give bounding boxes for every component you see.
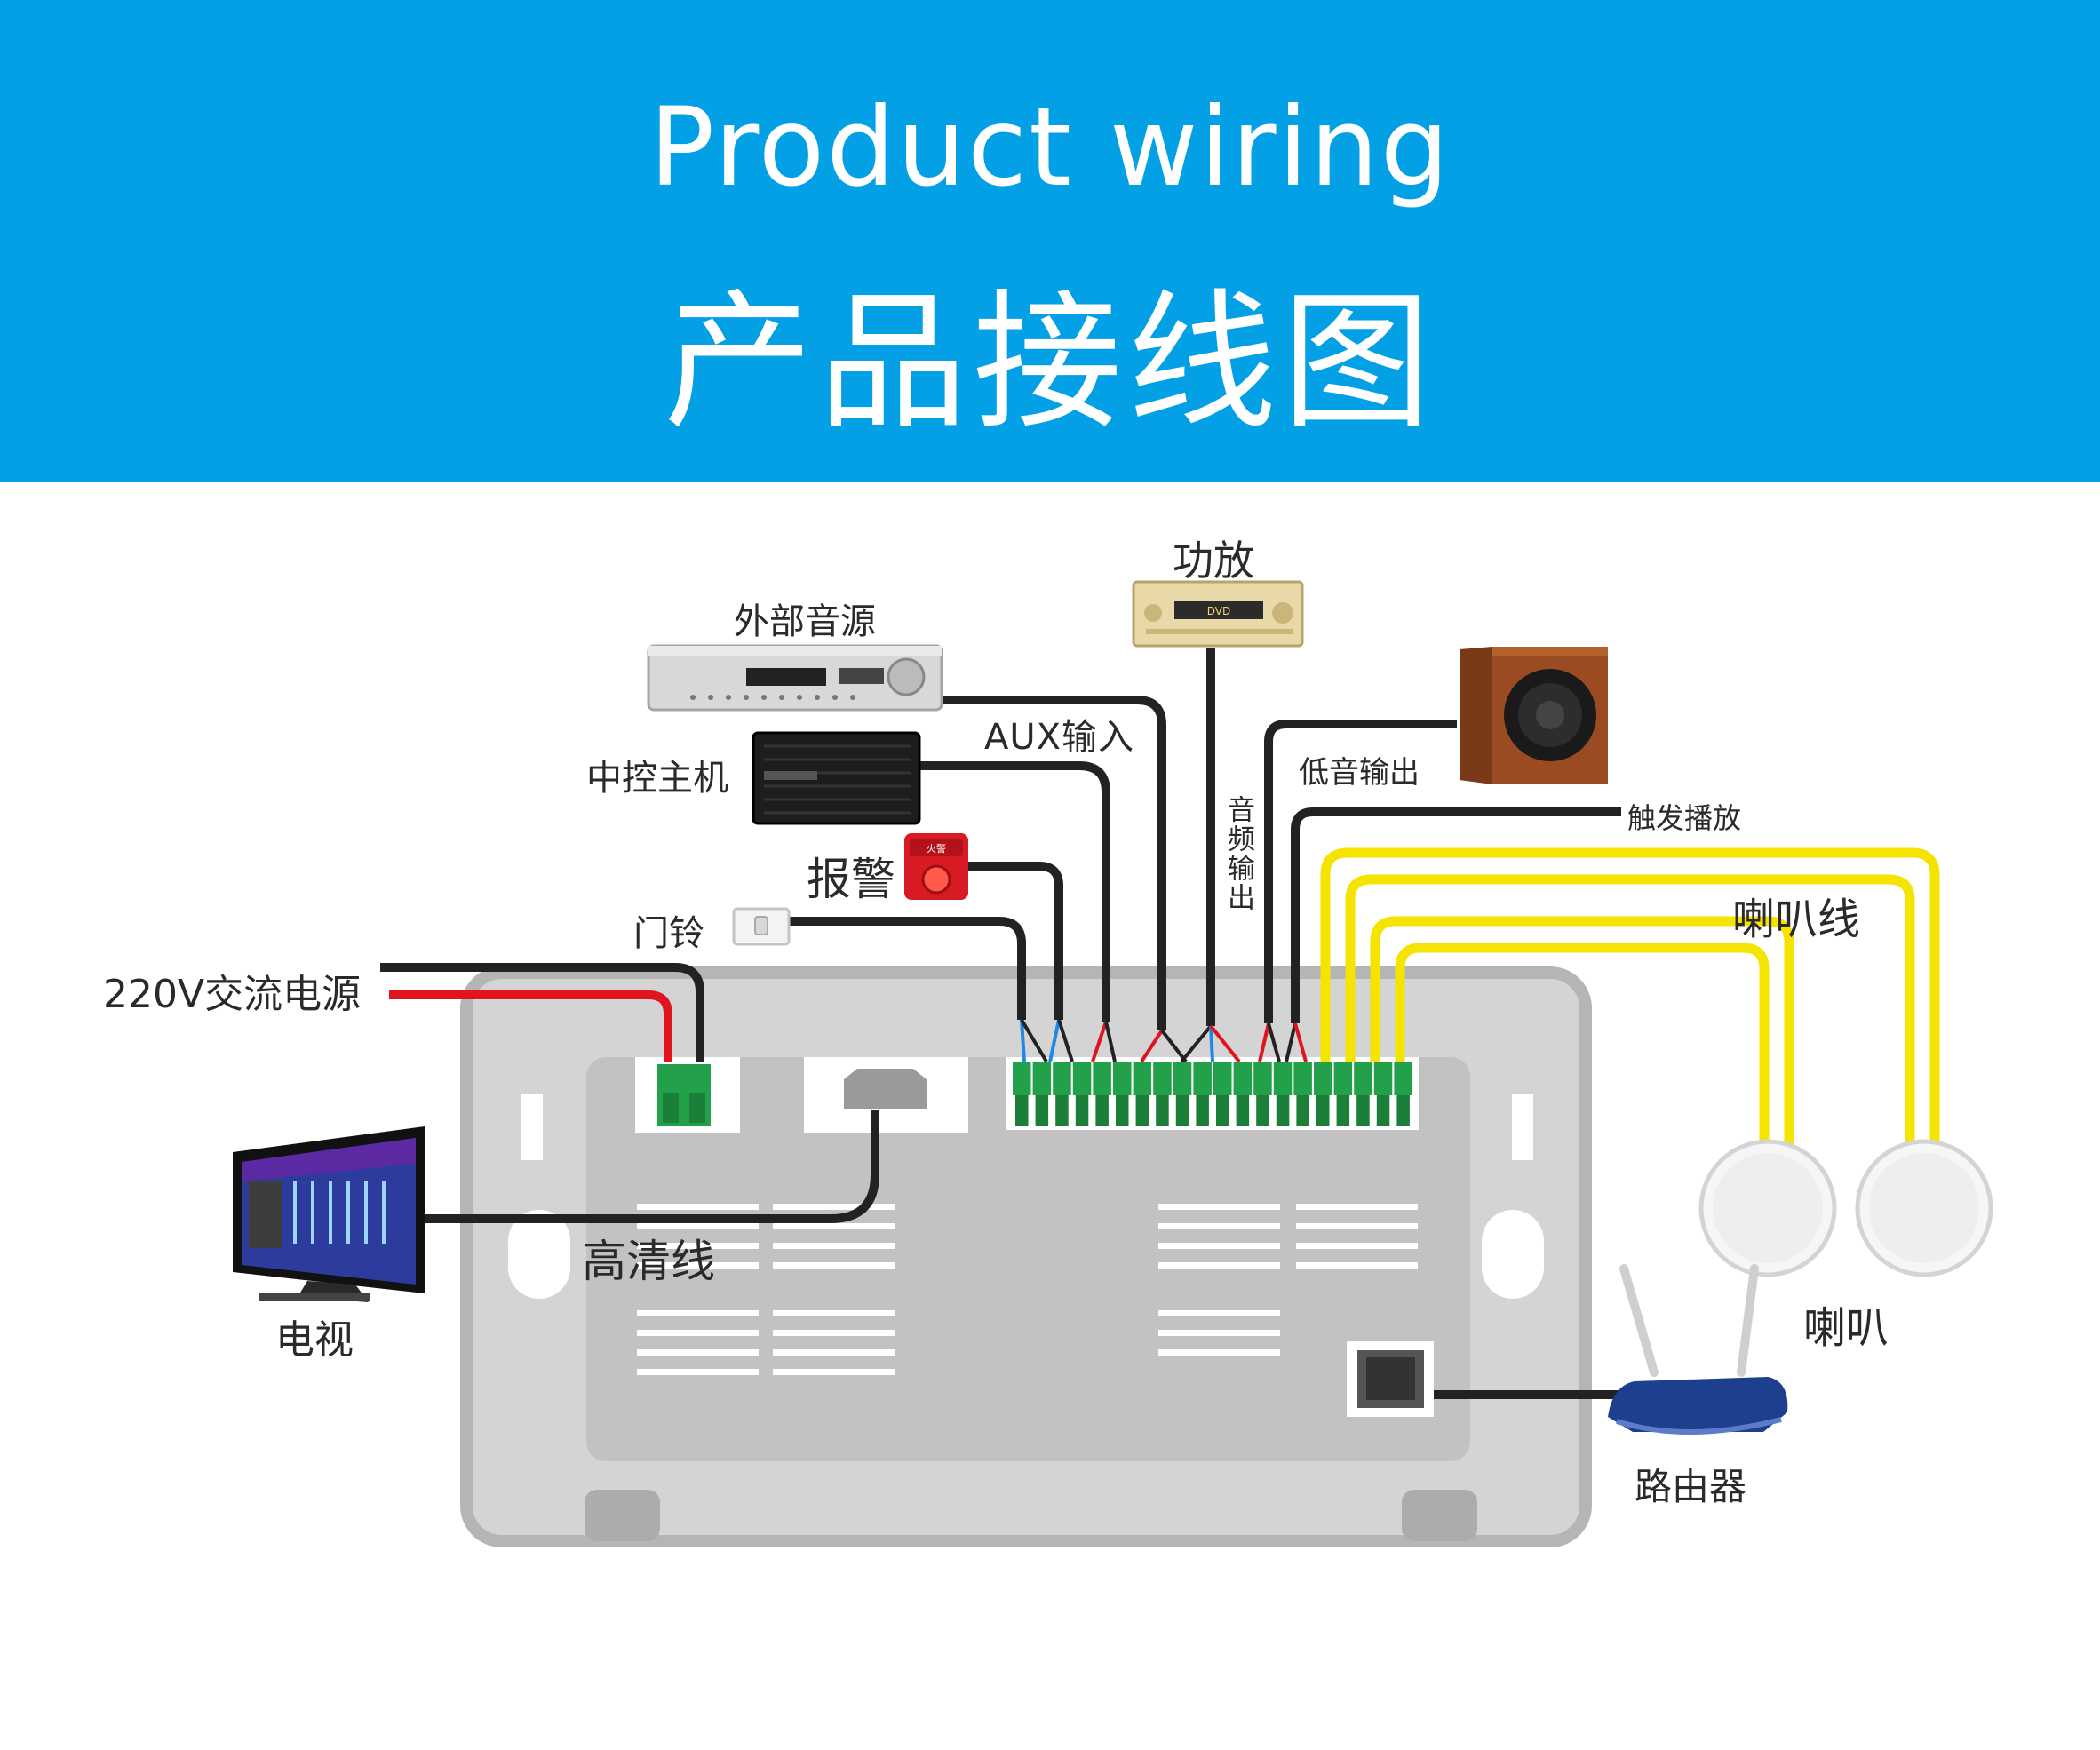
terminal-screw — [1236, 1095, 1250, 1126]
external-source-device — [647, 644, 943, 712]
terminal-screw — [1376, 1095, 1390, 1126]
terminal-screw — [1175, 1095, 1189, 1126]
terminal-block — [1032, 1062, 1052, 1095]
label-alarm: 报警 — [807, 854, 895, 905]
terminal-strip — [1013, 1062, 1412, 1126]
terminal-block — [1314, 1062, 1332, 1095]
terminal-block — [1213, 1062, 1232, 1095]
alarm-device: 火警 — [904, 833, 968, 900]
speaker-right — [1855, 1139, 1993, 1277]
tv-device — [233, 1126, 425, 1302]
terminal-block — [1253, 1062, 1272, 1095]
label-power: 220V交流电源 — [103, 972, 362, 1017]
label-hd-cable: 高清线 — [582, 1236, 715, 1287]
label-speaker: 喇叭 — [1803, 1303, 1889, 1353]
label-amplifier: 功放 — [1173, 537, 1254, 585]
alarm-tag-text: 火警 — [927, 842, 946, 855]
label-trigger-play: 触发播放 — [1627, 801, 1742, 835]
terminal-block — [1173, 1062, 1192, 1095]
terminal-block — [1273, 1062, 1293, 1095]
label-bass-output: 低音输出 — [1299, 755, 1420, 791]
terminal-block — [1153, 1062, 1172, 1095]
terminal-screw — [1035, 1095, 1049, 1126]
page-title-en: Product wiring — [648, 84, 1452, 211]
terminal-block — [1354, 1062, 1372, 1095]
wires — [380, 648, 1940, 1399]
label-external-source: 外部音源 — [734, 601, 876, 642]
terminal-screw — [1336, 1095, 1350, 1126]
doorbell-device — [732, 907, 791, 946]
label-tv: 电视 — [275, 1317, 354, 1363]
terminal-block — [1133, 1062, 1152, 1095]
label-doorbell: 门铃 — [633, 913, 704, 954]
central-host-device — [752, 731, 921, 825]
label-aux-input: AUX输入 — [984, 717, 1135, 758]
wiring-diagram: DVD 火警 — [233, 580, 1993, 1547]
terminal-screw — [1015, 1095, 1029, 1126]
label-audio-output: 音频输出 — [1222, 795, 1254, 912]
terminal-block — [1093, 1062, 1111, 1095]
terminal-screw — [1216, 1095, 1229, 1126]
terminal-screw — [1075, 1095, 1089, 1126]
terminal-screw — [1296, 1095, 1309, 1126]
amplifier-device: DVD — [1132, 580, 1304, 648]
header-banner — [0, 0, 2100, 482]
terminal-screw — [1276, 1095, 1290, 1126]
terminal-block — [1233, 1062, 1253, 1095]
amp-display-text: DVD — [1207, 605, 1230, 617]
terminal-block — [1394, 1062, 1412, 1095]
label-central-host: 中控主机 — [586, 758, 728, 799]
label-speaker-wire: 喇叭线 — [1732, 895, 1861, 944]
terminal-screw — [1156, 1095, 1169, 1126]
terminal-screw — [1356, 1095, 1370, 1126]
terminal-screw — [1256, 1095, 1269, 1126]
router-device — [1608, 1264, 1788, 1435]
terminal-screw — [1396, 1095, 1410, 1126]
terminal-screw — [1095, 1095, 1109, 1126]
terminal-screw — [1196, 1095, 1209, 1126]
terminal-block — [1072, 1062, 1092, 1095]
terminal-block — [1013, 1062, 1031, 1095]
terminal-block — [1333, 1062, 1353, 1095]
terminal-screw — [1316, 1095, 1330, 1126]
terminal-block — [1053, 1062, 1071, 1095]
subwoofer-device — [1460, 647, 1608, 784]
terminal-screw — [1116, 1095, 1129, 1126]
terminal-block — [1373, 1062, 1393, 1095]
terminal-block — [1293, 1062, 1312, 1095]
terminal-screw — [1135, 1095, 1149, 1126]
label-router: 路由器 — [1635, 1465, 1747, 1508]
terminal-block — [1113, 1062, 1132, 1095]
page-title-cn: 产品接线图 — [664, 275, 1436, 449]
speaker-left — [1698, 1139, 1837, 1277]
terminal-screw — [1055, 1095, 1069, 1126]
terminal-block — [1193, 1062, 1212, 1095]
